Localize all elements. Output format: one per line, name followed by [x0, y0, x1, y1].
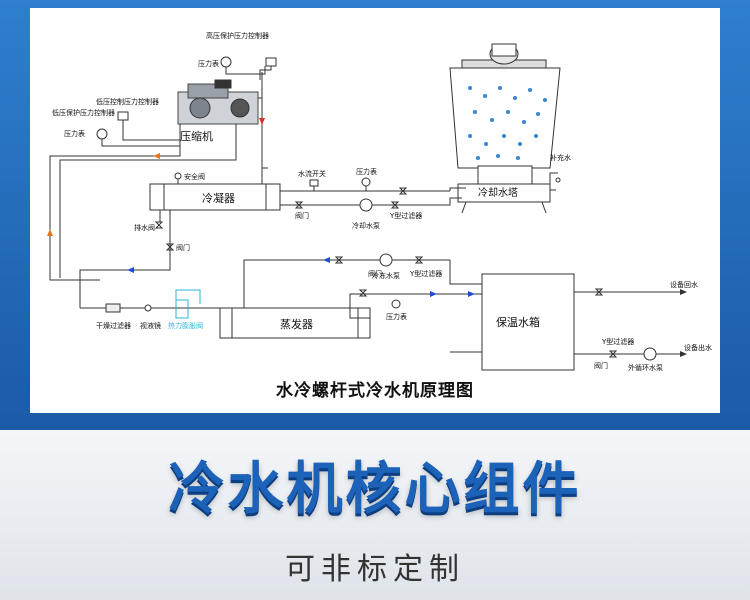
- low-pressure-ctrl-b-label: 低压保护压力控制器: [52, 108, 115, 117]
- chilled-return-arrow-icon: [323, 257, 330, 263]
- cooling-pump-label: 冷却水泵: [352, 221, 380, 230]
- safety-valve-icon: [174, 172, 182, 180]
- chilled-supply-arrow-icon: [430, 291, 437, 297]
- mid-pressure-gauge-label: 压力表: [356, 167, 377, 176]
- chilled-pump-icon: [379, 253, 393, 267]
- equipment-return-label: 设备回水: [670, 280, 698, 289]
- condenser-filter-valve-icon: [390, 201, 400, 209]
- condenser-valve-top-icon: [398, 187, 408, 195]
- top-pressure-gauge-label: 压力表: [198, 59, 219, 68]
- chiller-schematic: 压缩机 高压保护压力控制器 压力表 低压控制压力控制器 低压保护压力控制器 压力…: [47, 31, 712, 372]
- dry-filter-icon: [105, 303, 121, 313]
- sight-glass-label: 视液镜: [140, 321, 161, 330]
- compressor-icon: [177, 79, 259, 125]
- diagram-caption: 水冷螺杆式冷水机原理图: [276, 381, 474, 401]
- mid-pressure-gauge-icon: [361, 177, 371, 187]
- left-pressure-gauge-icon: [96, 128, 108, 140]
- expansion-valve-icon: [175, 299, 189, 319]
- external-pump-label: 外循环水泵: [628, 363, 663, 372]
- outlet-arrow-icon: [680, 351, 687, 357]
- equipment-outlet-label: 设备出水: [684, 343, 712, 352]
- sight-glass-icon: [144, 304, 152, 312]
- evap-outlet-valve-icon: [358, 289, 368, 297]
- cooling-tower-icon: [449, 43, 561, 214]
- top-pressure-gauge-icon: [220, 56, 232, 68]
- discharge-arrow-icon: [259, 118, 265, 125]
- drain-valve-label: 排水阀: [134, 223, 155, 232]
- expansion-valve-label: 热力膨胀阀: [168, 321, 203, 330]
- cooling-tower-label: 冷却水塔: [478, 186, 518, 199]
- valve-c-label: 阀门: [368, 269, 382, 278]
- low-pressure-ctrl-a-label: 低压控制压力控制器: [96, 97, 159, 106]
- tank-inlet-arrow-icon: [468, 291, 475, 297]
- left-pressure-gauge-label: 压力表: [64, 129, 85, 138]
- y-filter-a-label: Y型过滤器: [389, 211, 422, 220]
- drain-valve-icon: [154, 221, 164, 229]
- return-arrow-icon: [680, 289, 687, 295]
- liquid-arrow-icon: [127, 267, 134, 273]
- condenser-body: [149, 183, 281, 211]
- high-pressure-switch-icon: [265, 57, 277, 67]
- insulated-tank: [481, 273, 575, 371]
- diagram-panel: 压缩机 高压保护压力控制器 压力表 低压控制压力控制器 低压保护压力控制器 压力…: [30, 8, 720, 413]
- insulated-tank-label: 保温水箱: [496, 315, 540, 329]
- water-flow-switch-label: 水流开关: [298, 169, 326, 178]
- bottom-pressure-gauge-label: 压力表: [386, 312, 407, 321]
- outlet-filter-icon: [608, 350, 618, 358]
- makeup-valve-icon: [555, 177, 561, 183]
- chilled-valve-icon: [334, 256, 344, 264]
- promo-banner: [0, 430, 750, 600]
- condenser-valve-bottom-icon: [294, 201, 304, 209]
- liquid-valve-icon: [165, 243, 175, 251]
- valve-b-label: 阀门: [176, 243, 190, 252]
- dry-filter-label: 干燥过滤器: [96, 321, 131, 330]
- evaporator-label: 蒸发器: [280, 317, 313, 331]
- compressor-label: 压缩机: [180, 129, 213, 143]
- external-pump-icon: [643, 347, 657, 361]
- subline: 可非标定制: [285, 552, 465, 587]
- flow-switch-icon: [309, 179, 319, 187]
- valve-d-label: 阀门: [594, 361, 608, 370]
- suction-arrow-up-icon: [47, 229, 53, 236]
- valve-a-label: 阀门: [295, 211, 309, 220]
- headline: 冷水机核心组件: [168, 457, 582, 522]
- chilled-filter-icon: [414, 256, 424, 264]
- low-pressure-switch-icon: [117, 111, 129, 121]
- y-filter-b-label: Y型过滤器: [409, 269, 442, 278]
- bottom-pressure-gauge-icon: [391, 299, 401, 309]
- chilled-pump-label: 冷冻水泵: [372, 271, 400, 280]
- return-valve-icon: [594, 288, 604, 296]
- suction-arrow-icon: [153, 153, 160, 159]
- y-filter-c-label: Y型过滤器: [601, 337, 634, 346]
- condenser-label: 冷凝器: [202, 191, 235, 205]
- high-pressure-ctrl-label: 高压保护压力控制器: [206, 31, 269, 40]
- makeup-water-label: 补充水: [550, 153, 571, 162]
- evaporator-body: [219, 307, 371, 339]
- cooling-pump-icon: [359, 198, 373, 212]
- safety-valve-label: 安全阀: [184, 172, 205, 181]
